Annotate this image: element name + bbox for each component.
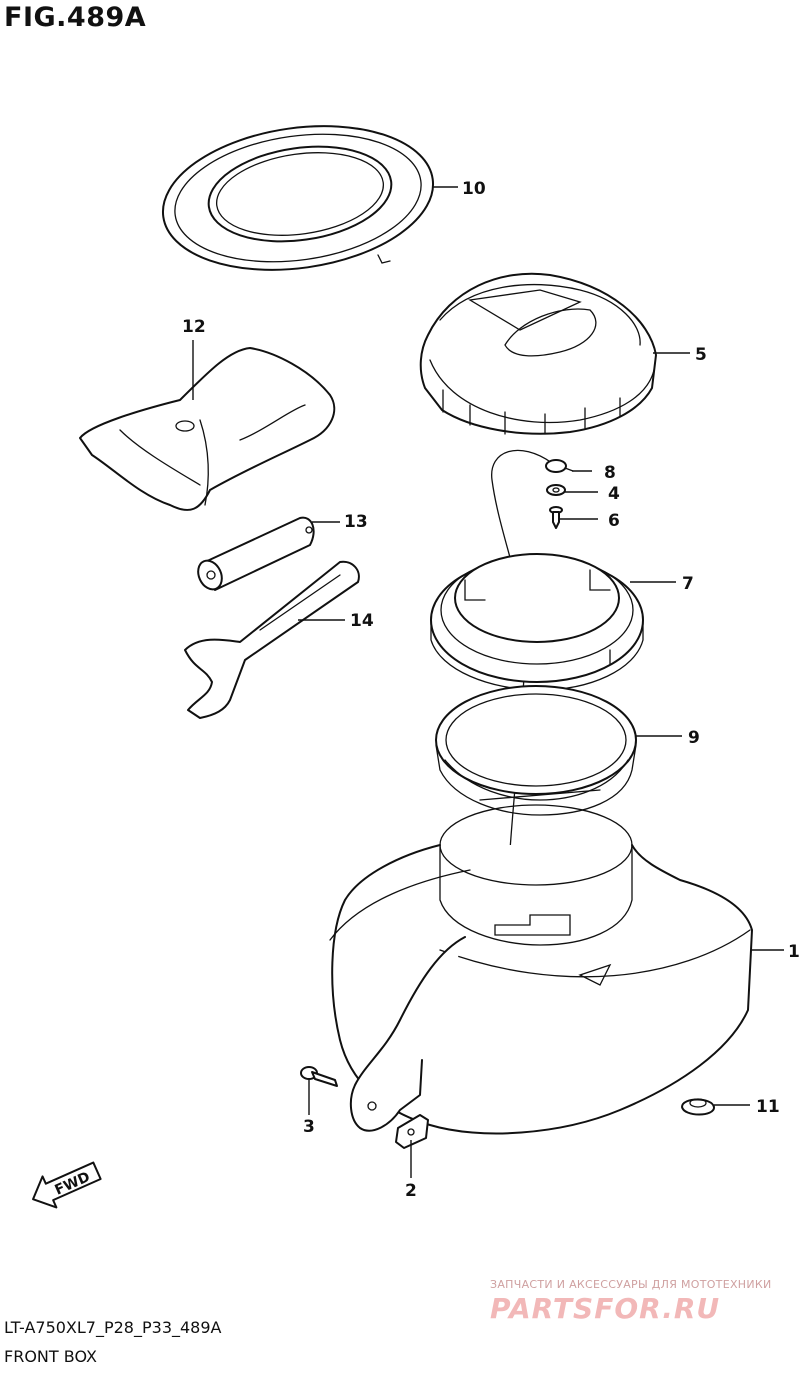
part-7-ring[interactable]: [430, 553, 644, 691]
part-12-tool-bag[interactable]: [79, 347, 336, 511]
figure-title: FIG.489A: [4, 2, 147, 33]
part-4-washer[interactable]: [546, 484, 566, 496]
callout-2: 2: [405, 1181, 417, 1201]
callout-11: 11: [756, 1097, 780, 1117]
leader-lines: [192, 186, 784, 1178]
part-3-screw[interactable]: [300, 1066, 338, 1087]
callout-7: 7: [682, 574, 694, 594]
box-bracket: [349, 936, 466, 1132]
part-2-clip[interactable]: [395, 1114, 429, 1149]
part-13-tube[interactable]: [194, 516, 315, 594]
callout-13: 13: [344, 512, 368, 532]
part-5-cap[interactable]: [419, 272, 657, 435]
callout-8: 8: [604, 463, 616, 483]
callout-14: 14: [350, 611, 374, 631]
part-8-clip[interactable]: [545, 459, 574, 473]
callout-5: 5: [695, 345, 707, 365]
bracket-hole: [367, 1101, 377, 1111]
figure-caption: FRONT BOX: [4, 1347, 97, 1366]
watermark-logo: PARTSFOR.RU: [490, 1292, 721, 1325]
part-10-gasket[interactable]: [154, 110, 443, 286]
part-6-screw[interactable]: [549, 506, 563, 529]
callout-1: 1: [788, 942, 800, 962]
fwd-arrow: FWD: [32, 1161, 102, 1209]
part-9-band[interactable]: [435, 685, 637, 816]
part-11-grommet[interactable]: [681, 1098, 715, 1116]
callout-4: 4: [608, 484, 620, 504]
callout-12: 12: [182, 317, 206, 337]
callout-numbers: 10 5 8 4 6 7 9 1 12 13 14 3 2 11: [182, 179, 800, 1201]
callout-10: 10: [462, 179, 486, 199]
part-14-wrench[interactable]: [184, 560, 360, 719]
callout-9: 9: [688, 728, 700, 748]
figure-code: LT-A750XL7_P28_P33_489A: [4, 1318, 222, 1337]
callout-6: 6: [608, 511, 620, 531]
watermark-tagline: ЗАПЧАСТИ И АКСЕССУАРЫ ДЛЯ МОТОТЕХНИКИ: [490, 1278, 772, 1291]
callout-3: 3: [303, 1117, 315, 1137]
part-1-front-box[interactable]: [329, 804, 753, 1135]
